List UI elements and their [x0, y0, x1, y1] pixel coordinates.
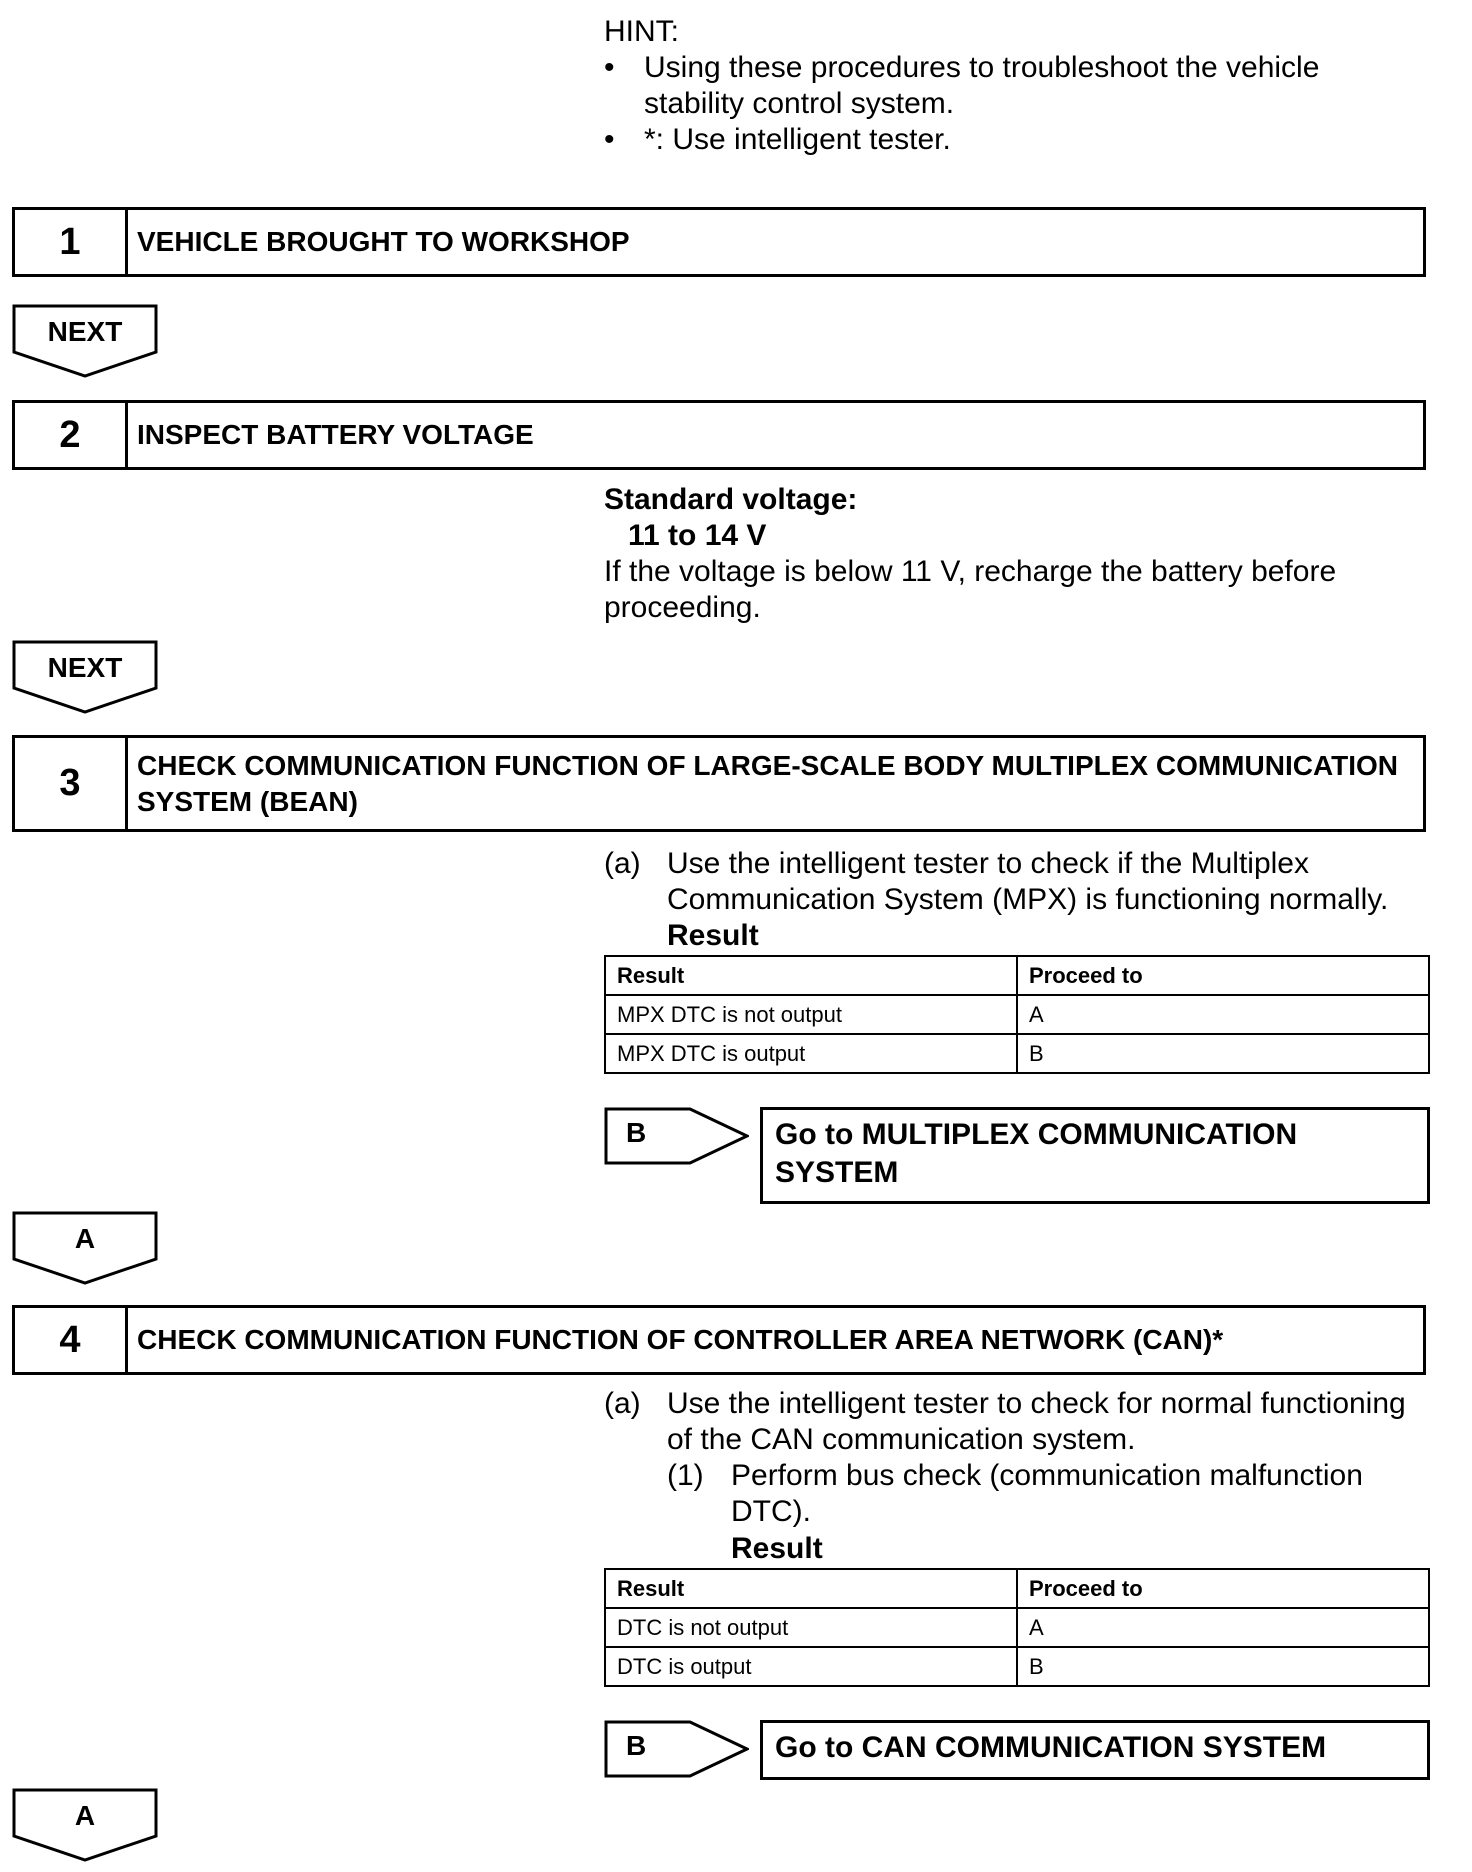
- item-label: (a): [604, 847, 641, 880]
- table-header-cell: Result: [604, 1568, 1018, 1609]
- next-arrow: NEXT: [12, 640, 158, 714]
- step-number: 3: [15, 738, 128, 829]
- next-label: NEXT: [47, 652, 123, 683]
- table-cell: MPX DTC is not output: [604, 994, 1018, 1035]
- a-label: A: [74, 1223, 96, 1254]
- table-cell: A: [1016, 994, 1430, 1035]
- hint-bullet-text: *: Use intelligent tester.: [644, 123, 951, 156]
- item-text: Use the intelligent tester to check if t…: [667, 847, 1389, 916]
- step-number: 1: [15, 210, 128, 274]
- sub-item-text: Perform bus check (communication malfunc…: [731, 1459, 1363, 1528]
- table-cell: A: [1016, 1607, 1430, 1648]
- down-arrow-icon: [12, 640, 158, 714]
- right-arrow-icon: [604, 1107, 749, 1165]
- branch-label: B: [626, 1117, 647, 1148]
- step-header-1: 1 VEHICLE BROUGHT TO WORKSHOP: [12, 207, 1426, 277]
- down-arrow-icon: [12, 304, 158, 378]
- standard-voltage-value: 11 to 14 V: [628, 519, 767, 552]
- step-title: INSPECT BATTERY VOLTAGE: [137, 419, 534, 450]
- table-row: MPX DTC is not output A: [604, 994, 1430, 1035]
- next-arrow: NEXT: [12, 304, 158, 378]
- next-label: NEXT: [47, 316, 123, 347]
- branch-label: B: [626, 1730, 647, 1761]
- hint-title: HINT:: [604, 15, 679, 48]
- table-cell: DTC is output: [604, 1646, 1018, 1687]
- step-title: CHECK COMMUNICATION FUNCTION OF CONTROLL…: [137, 1324, 1224, 1355]
- table-cell: MPX DTC is output: [604, 1033, 1018, 1074]
- table-cell: B: [1016, 1033, 1430, 1074]
- table-header-cell: Result: [604, 955, 1018, 996]
- step-header-2: 2 INSPECT BATTERY VOLTAGE: [12, 400, 1426, 470]
- a-arrow: A: [12, 1788, 158, 1862]
- voltage-note: If the voltage is below 11 V, recharge t…: [604, 555, 1337, 624]
- result-title: Result: [667, 919, 759, 952]
- result-table: Result Proceed to MPX DTC is not output …: [604, 955, 1430, 1074]
- table-cell: B: [1016, 1646, 1430, 1687]
- hint-bullet-text: Using these procedures to troubleshoot t…: [644, 51, 1320, 120]
- step-title: CHECK COMMUNICATION FUNCTION OF LARGE-SC…: [137, 749, 1398, 817]
- table-row: DTC is not output A: [604, 1607, 1430, 1648]
- sub-item-label: (1): [667, 1459, 704, 1492]
- go-to-box: Go to MULTIPLEX COMMUNICATION SYSTEM: [760, 1107, 1430, 1204]
- table-row: MPX DTC is output B: [604, 1033, 1430, 1074]
- a-arrow: A: [12, 1211, 158, 1285]
- branch-b-arrow: B: [604, 1720, 749, 1778]
- table-header-row: Result Proceed to: [604, 955, 1430, 996]
- down-arrow-icon: [12, 1211, 158, 1285]
- hint-bullet-mark: •: [604, 123, 615, 156]
- standard-voltage-label: Standard voltage:: [604, 483, 858, 516]
- item-text: Use the intelligent tester to check for …: [667, 1387, 1406, 1456]
- result-title: Result: [731, 1532, 823, 1565]
- table-header-row: Result Proceed to: [604, 1568, 1430, 1609]
- go-to-box: Go to CAN COMMUNICATION SYSTEM: [760, 1720, 1430, 1780]
- down-arrow-icon: [12, 1788, 158, 1862]
- right-arrow-icon: [604, 1720, 749, 1778]
- table-row: DTC is output B: [604, 1646, 1430, 1687]
- step-header-3: 3 CHECK COMMUNICATION FUNCTION OF LARGE-…: [12, 735, 1426, 832]
- hint-bullet-mark: •: [604, 51, 615, 84]
- branch-b-arrow: B: [604, 1107, 749, 1165]
- table-cell: DTC is not output: [604, 1607, 1018, 1648]
- step-number: 4: [15, 1308, 128, 1372]
- a-label: A: [74, 1800, 96, 1831]
- item-label: (a): [604, 1387, 641, 1420]
- step-number: 2: [15, 403, 128, 467]
- table-header-cell: Proceed to: [1016, 955, 1430, 996]
- step-header-4: 4 CHECK COMMUNICATION FUNCTION OF CONTRO…: [12, 1305, 1426, 1375]
- step-title: VEHICLE BROUGHT TO WORKSHOP: [137, 226, 630, 257]
- result-table: Result Proceed to DTC is not output A DT…: [604, 1568, 1430, 1687]
- table-header-cell: Proceed to: [1016, 1568, 1430, 1609]
